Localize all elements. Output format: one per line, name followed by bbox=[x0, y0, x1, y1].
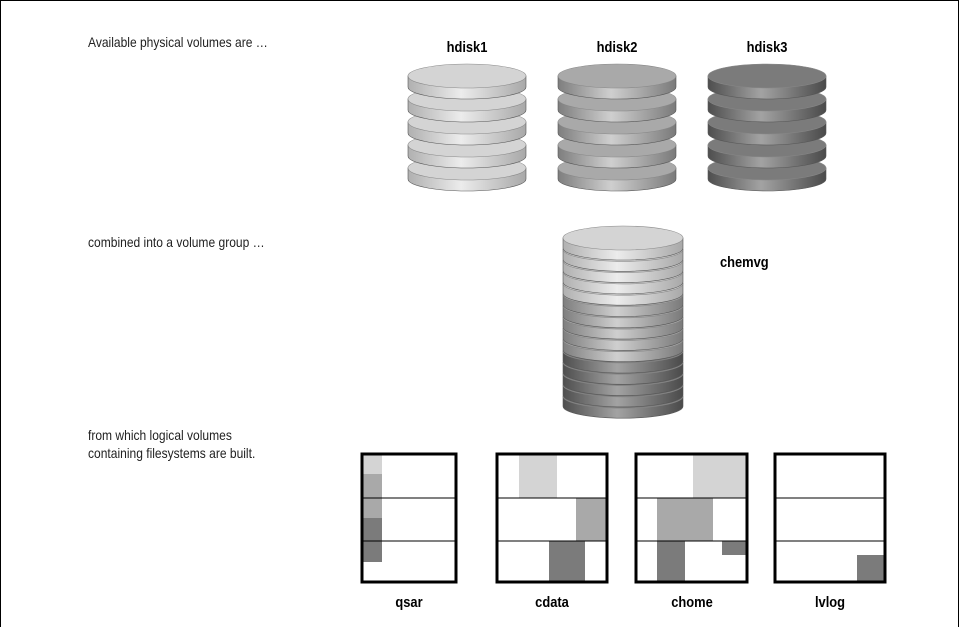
chome-frame bbox=[634, 452, 749, 584]
cdata-label: cdata bbox=[535, 593, 569, 610]
caption-logical-volumes-line2: containing filesystems are built. bbox=[88, 445, 256, 461]
hdisk1-platter-1 bbox=[407, 63, 527, 100]
chome-extent-3 bbox=[657, 541, 685, 582]
hdisk2-label: hdisk2 bbox=[597, 38, 638, 55]
qsar-extent-1 bbox=[362, 454, 382, 474]
lv-box-qsar bbox=[360, 452, 458, 584]
qsar-label: qsar bbox=[395, 593, 423, 610]
hdisk3-disk-stack bbox=[707, 63, 827, 192]
chome-extent-4 bbox=[722, 541, 747, 555]
lv-box-lvlog bbox=[773, 452, 887, 584]
qsar-extent-2 bbox=[362, 474, 382, 496]
chemvg-platter-1 bbox=[562, 225, 684, 261]
hdisk3-label: hdisk3 bbox=[747, 38, 788, 55]
cdata-extent-2 bbox=[576, 498, 607, 541]
hdisk1-label: hdisk1 bbox=[447, 38, 488, 55]
lvlog-label: lvlog bbox=[815, 593, 845, 610]
chome-extent-1 bbox=[693, 454, 747, 498]
qsar-extent-5 bbox=[362, 540, 382, 562]
cdata-extent-1 bbox=[519, 454, 557, 498]
hdisk2-disk-stack bbox=[557, 63, 677, 192]
hdisk3-platter-1 bbox=[707, 63, 827, 100]
chemvg-label: chemvg bbox=[720, 253, 769, 270]
chome-extent-2 bbox=[657, 498, 713, 541]
lvlog-extent-1 bbox=[857, 555, 885, 582]
chemvg-disk-stack bbox=[562, 225, 684, 419]
qsar-extent-4 bbox=[362, 518, 382, 540]
hdisk2-platter-1 bbox=[557, 63, 677, 100]
lvlog-frame bbox=[773, 452, 887, 584]
hdisk1-disk-stack bbox=[407, 63, 527, 192]
chome-label: chome bbox=[671, 593, 713, 610]
qsar-extent-3 bbox=[362, 496, 382, 518]
lv-box-cdata bbox=[495, 452, 609, 584]
cdata-frame bbox=[495, 452, 609, 584]
caption-logical-volumes-line1: from which logical volumes bbox=[88, 427, 232, 443]
caption-physical-volumes: Available physical volumes are … bbox=[88, 34, 268, 50]
cdata-extent-3 bbox=[549, 541, 585, 582]
lv-box-chome bbox=[634, 452, 749, 584]
qsar-frame bbox=[360, 452, 458, 584]
caption-volume-group: combined into a volume group … bbox=[88, 234, 265, 250]
